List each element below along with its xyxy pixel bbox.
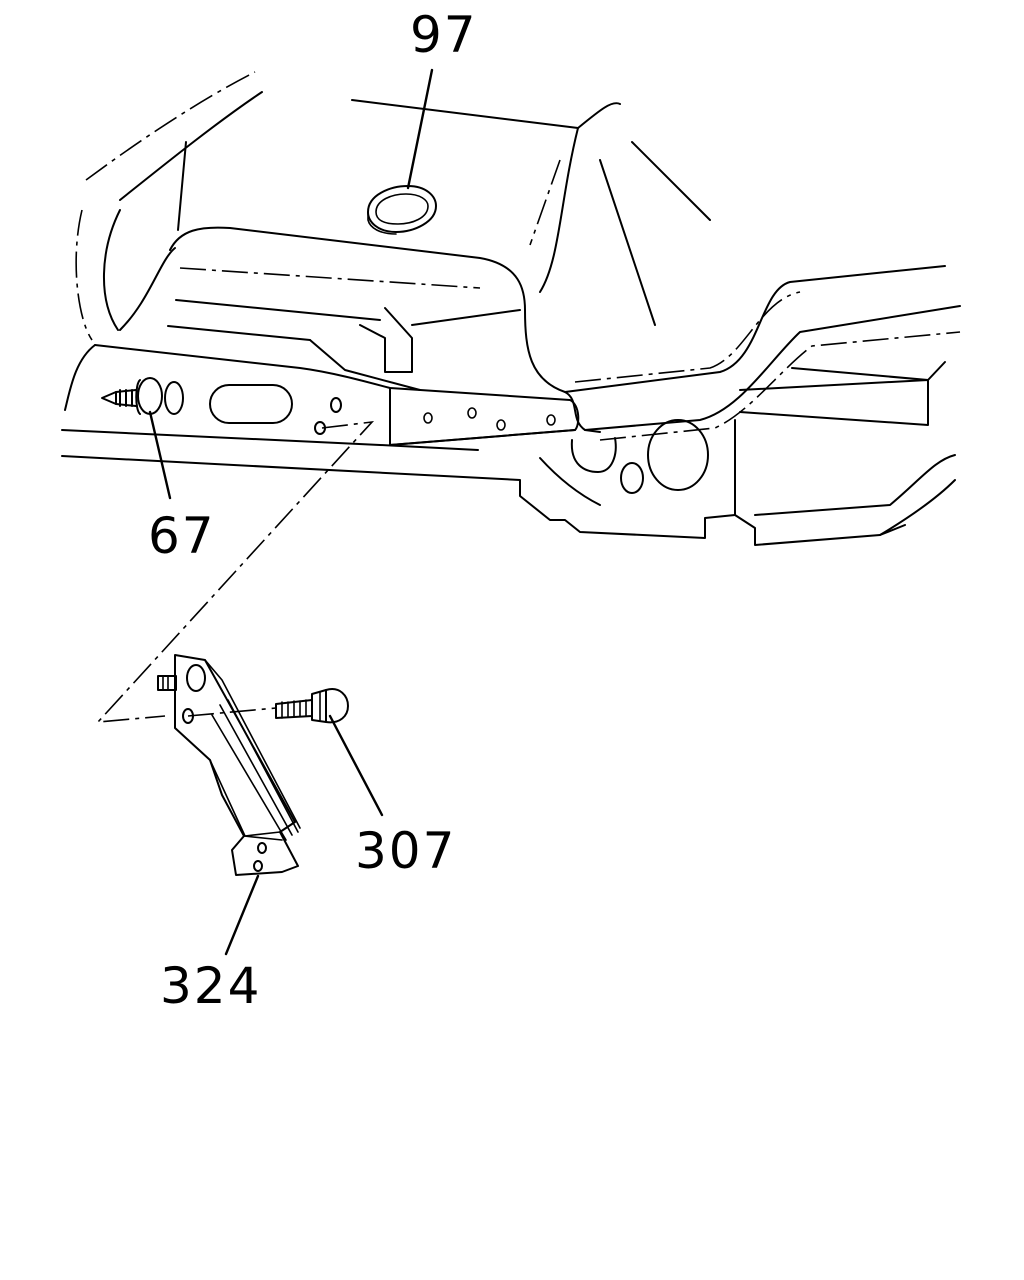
callout-67: 67 — [148, 507, 216, 565]
bracket-part-324 — [157, 654, 301, 876]
callout-97: 97 — [410, 6, 478, 64]
bolt-part-307 — [275, 688, 349, 724]
vehicle-body-frame — [61, 71, 961, 546]
assembly-guide-lines — [96, 420, 375, 723]
leader-lines — [148, 68, 434, 956]
clip-part-67 — [101, 377, 163, 415]
grommet-part-97 — [367, 185, 437, 235]
callout-307: 307 — [355, 822, 456, 880]
callout-324: 324 — [160, 957, 261, 1015]
